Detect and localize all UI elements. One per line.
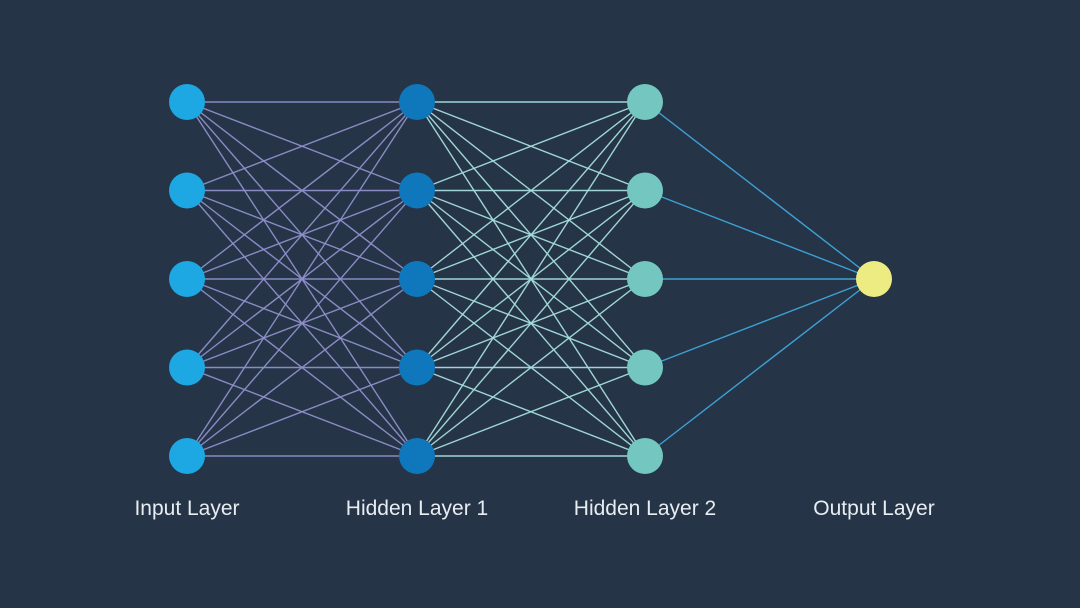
layer-1-node-1 <box>399 172 435 209</box>
layer-2-node-0 <box>627 84 663 120</box>
connection-line <box>416 101 646 368</box>
connection-line <box>186 101 418 280</box>
connections-group <box>186 101 875 457</box>
connection-line <box>186 278 418 457</box>
layer-1-node-0 <box>399 84 435 120</box>
layer-2-node-3 <box>627 349 663 386</box>
connection-line <box>416 101 646 280</box>
output-layer-label: Output Layer <box>813 497 935 520</box>
layer-0-node-2 <box>169 261 205 297</box>
connection-line <box>186 101 418 368</box>
layer-2-node-4 <box>627 438 663 474</box>
connection-line <box>416 278 646 457</box>
layer-0-node-3 <box>169 349 205 386</box>
layer-1-node-4 <box>399 438 435 474</box>
connection-line <box>644 101 875 280</box>
connection-line <box>186 101 418 457</box>
connection-line <box>644 278 875 369</box>
connection-line <box>186 190 418 457</box>
layer-1-node-3 <box>399 349 435 386</box>
layer-3-node-0 <box>856 261 892 297</box>
connection-line <box>186 366 418 457</box>
layer-1-node-2 <box>399 261 435 297</box>
nodes-group <box>169 84 892 474</box>
hidden-layer-1-label: Hidden Layer 1 <box>345 497 489 520</box>
layer-2-node-2 <box>627 261 663 297</box>
connection-line <box>416 190 646 457</box>
layer-0-node-0 <box>169 84 205 120</box>
connection-line <box>416 101 646 192</box>
hidden-layer-2-label: Hidden Layer 2 <box>573 497 717 520</box>
connection-line <box>644 278 875 457</box>
connection-line <box>416 366 646 457</box>
layer-0-node-4 <box>169 438 205 474</box>
connection-line <box>416 101 646 457</box>
layer-2-node-1 <box>627 172 663 209</box>
input-layer-label: Input Layer <box>134 497 240 520</box>
layer-0-node-1 <box>169 172 205 209</box>
connection-line <box>644 189 875 280</box>
connection-line <box>186 101 418 192</box>
